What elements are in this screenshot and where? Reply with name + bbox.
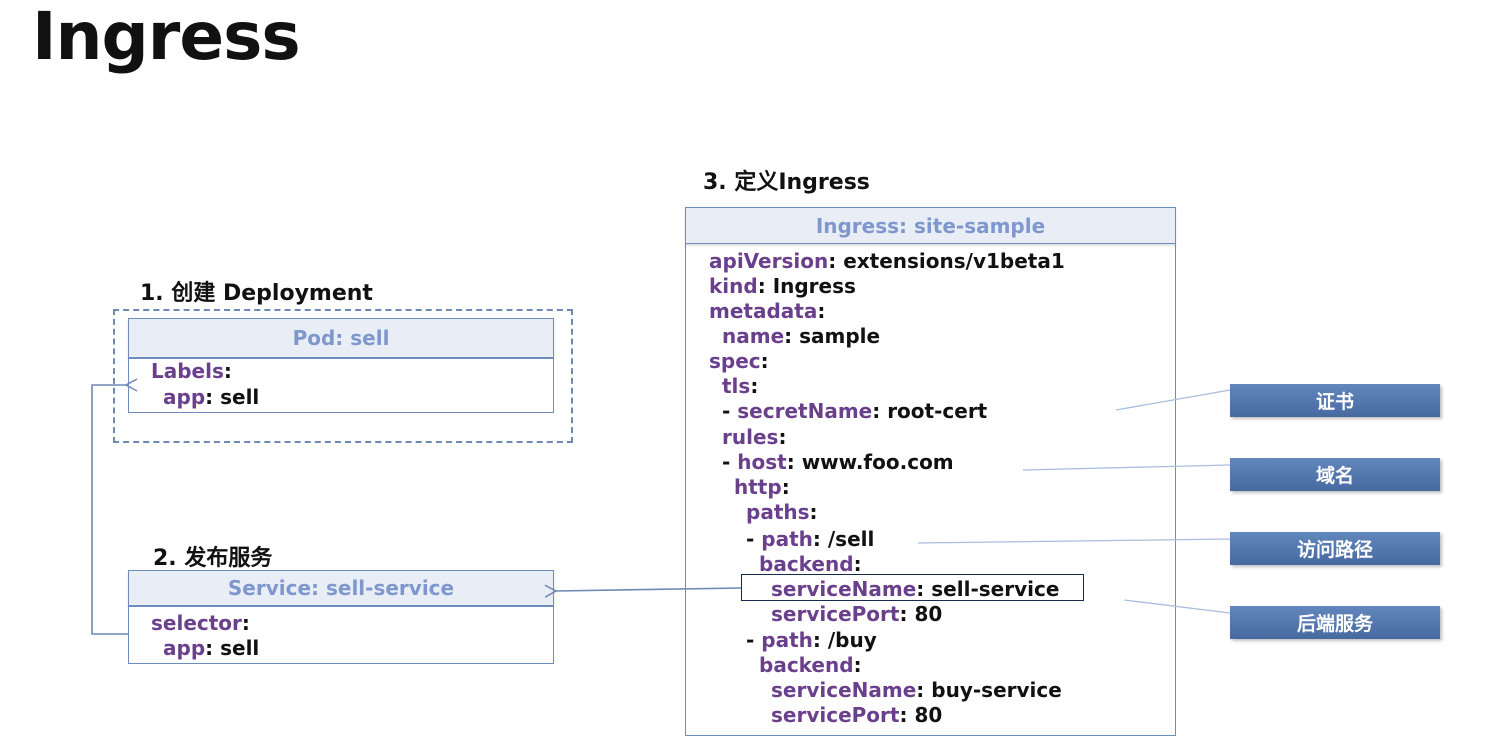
step-ingress-label: 3. 定义Ingress bbox=[703, 170, 870, 195]
ingress-line-serviceport-buy: servicePort: 80 bbox=[771, 703, 943, 727]
ingress-line-serviceport-sell: servicePort: 80 bbox=[771, 602, 943, 626]
callout-access-path: 访问路径 bbox=[1230, 532, 1440, 565]
step-service-label: 2. 发布服务 bbox=[153, 546, 273, 571]
ingress-line-backend-buy: backend: bbox=[759, 653, 862, 677]
deployment-group bbox=[113, 309, 573, 443]
ingress-card-header: Ingress: site-sample bbox=[685, 207, 1176, 244]
callout-line-backend bbox=[1123, 599, 1231, 614]
callout-backend-service: 后端服务 bbox=[1230, 606, 1440, 639]
callout-line-cert bbox=[1115, 389, 1231, 411]
pod-card-body: Labels: app: sell bbox=[128, 358, 554, 413]
page-title: Ingress bbox=[32, 0, 301, 75]
ingress-line-spec: spec: bbox=[709, 349, 769, 373]
ingress-line-kind: kind: Ingress bbox=[709, 274, 856, 298]
ingress-line-servicename-sell: serviceName: sell-service bbox=[771, 577, 1060, 601]
ingress-line-tls: tls: bbox=[722, 374, 759, 398]
ingress-line-host: - host: www.foo.com bbox=[722, 450, 954, 474]
service-line-app: app: sell bbox=[163, 636, 260, 660]
ingress-line-rules: rules: bbox=[722, 425, 787, 449]
service-line-selector: selector: bbox=[151, 611, 250, 635]
pod-card-header: Pod: sell bbox=[128, 318, 554, 358]
callout-certificate: 证书 bbox=[1230, 384, 1440, 417]
ingress-line-http: http: bbox=[734, 475, 790, 499]
step-deployment-label: 1. 创建 Deployment bbox=[140, 281, 373, 306]
ingress-line-path-buy: - path: /buy bbox=[746, 628, 877, 652]
selector-to-labels-arrow bbox=[91, 378, 138, 635]
ingress-card bbox=[685, 207, 1176, 736]
service-card-body: selector: app: sell bbox=[128, 606, 554, 664]
ingress-line-metadata: metadata: bbox=[709, 299, 826, 323]
callout-domain: 域名 bbox=[1230, 458, 1440, 491]
pod-line-labels: Labels: bbox=[151, 359, 232, 383]
ingress-line-paths: paths: bbox=[746, 500, 818, 524]
ingress-line-apiversion: apiVersion: extensions/v1beta1 bbox=[709, 249, 1065, 273]
pod-line-app: app: sell bbox=[163, 385, 260, 409]
ingress-line-backend-sell: backend: bbox=[759, 552, 862, 576]
service-card-header: Service: sell-service bbox=[128, 570, 554, 606]
ingress-line-path-sell: - path: /sell bbox=[746, 527, 875, 551]
callout-line-path bbox=[917, 538, 1231, 544]
ingress-line-secretname: - secretName: root-cert bbox=[722, 399, 988, 423]
servicename-highlight-box bbox=[741, 574, 1084, 601]
ingress-line-name: name: sample bbox=[722, 324, 881, 348]
backend-to-service-arrow bbox=[544, 584, 742, 598]
callout-line-domain bbox=[1022, 464, 1231, 471]
ingress-line-servicename-buy: serviceName: buy-service bbox=[771, 678, 1062, 702]
